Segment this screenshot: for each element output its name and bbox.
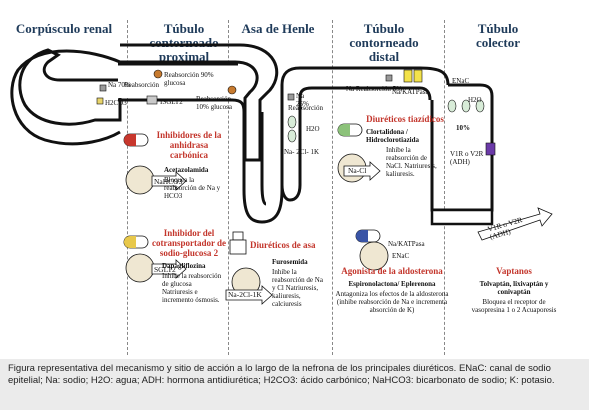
arrow-v1r xyxy=(477,207,553,241)
bowman-capsule xyxy=(18,48,122,126)
capsule-aldosterona xyxy=(355,229,381,243)
distal-title-line1: Túbulo xyxy=(363,21,405,36)
collector-channel-1 xyxy=(447,99,457,113)
proximal-tube xyxy=(120,43,279,162)
collector-enac-label: ENaC xyxy=(452,77,470,85)
glucose-90-marker xyxy=(153,69,163,79)
collector-v1r-label: V1R o V2R (ADH) xyxy=(450,150,484,166)
proximal-sglt2-label: ISGLT2 xyxy=(160,98,183,106)
divider-2 xyxy=(228,20,229,355)
drug-asa-name: Furosemida xyxy=(272,258,308,266)
h2co3-marker xyxy=(96,97,104,105)
badge-sglt2: SGLT2 xyxy=(154,265,176,274)
drug-anhidrasa-title: Inhibidores de la anhidrasa carbónica xyxy=(156,130,222,160)
drug-aldosterona-name: Espironolactona/ Eplerenona xyxy=(348,280,436,288)
arrow-nacl xyxy=(343,161,381,181)
drug-vaptanos-title: Vaptanos xyxy=(496,266,532,276)
henle-reabsorption-label: Reabsorción xyxy=(288,104,323,112)
drug-asa-desc: Inhibe la reabsorción de Na y Cl Natriur… xyxy=(272,268,323,308)
badge-katpasa: Na/KATPasa xyxy=(388,240,425,248)
arrow-nahco3 xyxy=(151,171,187,191)
proximal-title-line1: Túbulo xyxy=(163,21,205,36)
collector-channel-2 xyxy=(461,99,471,113)
divider-1 xyxy=(127,20,128,355)
distal-katp-marker-a xyxy=(403,69,413,83)
proximal-glucose90-label: Reabsorción 90% glucosa xyxy=(164,71,214,87)
capsule-anhidrasa xyxy=(123,133,149,147)
glucose-10-marker xyxy=(227,85,237,95)
distal-h2o-label: H2O xyxy=(468,96,482,104)
drug-aldosterona-title: Agonista de la aldosterona xyxy=(341,266,443,276)
henle-na-marker xyxy=(287,93,295,101)
drug-aldosterona: Agonista de la aldosterona Espironolacto… xyxy=(334,266,450,314)
bottle-furosemida xyxy=(229,231,247,255)
proximal-h2co3-label: H2CO3 xyxy=(105,99,127,107)
badge-nacl: Na-Cl xyxy=(348,166,367,175)
divider-3 xyxy=(332,20,333,355)
proximal-title-line3: proximal xyxy=(158,49,210,64)
henle-channel-2 xyxy=(287,129,297,143)
collector-pct-label: 10% xyxy=(456,124,470,132)
region-distal-title: Túbulo contorneado distal xyxy=(334,22,434,64)
drug-anhidrasa: Inhibidores de la anhidrasa carbónica Ac… xyxy=(150,130,228,200)
drug-vaptanos: Vaptanos Tolvaptán, lixivaptán y conivap… xyxy=(466,266,562,314)
collecting-duct xyxy=(430,83,494,212)
nephron-diagram xyxy=(10,43,553,305)
distal-title-line2: contorneado xyxy=(349,35,419,50)
distal-na-marker xyxy=(385,74,393,82)
drug-asa-title: Diuréticos de asa xyxy=(250,240,316,250)
drug-vaptanos-desc: Bloquea el receptor de vasopresina 1 o 2… xyxy=(471,298,557,314)
cell-disc-2 xyxy=(125,253,155,283)
drug-tiazidicos-desc: Inhibe la reabsorción de NaCl. Natriures… xyxy=(386,146,437,178)
henle-transporter-label: Na- 2Cl- 1K xyxy=(284,148,319,156)
proximal-na-label: Na 70% xyxy=(108,81,131,89)
proximal-glucose10-label: Reabsorción 10% glucosa xyxy=(196,95,232,111)
henle-descending xyxy=(242,112,284,224)
drug-sglt2: Inhibidor del cotransportador de sodio-g… xyxy=(150,228,228,258)
collector-title-line1: Túbulo xyxy=(477,21,519,36)
distal-na-label: Na Reabsorción 5% xyxy=(346,85,402,93)
distal-katpasa-label: Na/KATPasa xyxy=(392,88,429,96)
region-collector-title: Túbulo colector xyxy=(448,22,548,50)
arrow-sglt2 xyxy=(151,259,187,279)
proximal-na-marker xyxy=(99,84,107,92)
drug-sglt2-body: Dapagliflozina Inhibe la reabsorción de … xyxy=(162,262,224,304)
v1r-receptor-marker xyxy=(485,142,496,156)
badge-na2cl1k: Na-2Cl-1K xyxy=(228,290,262,299)
drug-anhidrasa-desc: Bloquea la reabsorción de Na y HCO3 xyxy=(164,176,221,200)
badge-enac: ENaC xyxy=(392,252,410,260)
sglt2-marker xyxy=(146,95,158,105)
drug-anhidrasa-name: Acetazolamida xyxy=(164,166,209,174)
distal-title-line3: distal xyxy=(368,49,400,64)
distal-katp-marker-b xyxy=(413,69,423,83)
henle-na-label: Na 25% xyxy=(296,92,309,108)
region-henle-title: Asa de Henle xyxy=(241,21,315,36)
drug-sglt2-desc: Inhibe la reabsorción de glucosa Natriur… xyxy=(162,272,222,304)
henle-h2o-label: H2O xyxy=(306,125,320,133)
drug-tiazidicos: Diuréticos tiazídicos Clortalidona / Hid… xyxy=(366,114,444,178)
region-renal-title: Corpúsculo renal xyxy=(15,21,113,36)
badge-nahco3: NaHCO3 xyxy=(154,177,183,186)
drug-asa: Diuréticos de asa Furosemida Inhibe la r… xyxy=(250,240,328,308)
drug-sglt2-name: Dapagliflozina xyxy=(162,262,206,270)
arrow-na2cl1k xyxy=(225,285,273,305)
drug-tiazidicos-title: Diuréticos tiazídicos xyxy=(366,114,444,124)
capsule-tiazidicos xyxy=(337,123,363,137)
proximal-reabsorption-label: Reabsorción xyxy=(124,81,159,89)
collector-channel-3 xyxy=(475,99,485,113)
capsule-sglt2 xyxy=(123,235,149,249)
henle-channel-1 xyxy=(287,115,297,129)
henle-ascending xyxy=(280,66,450,120)
cell-disc-5 xyxy=(359,241,389,271)
figure-caption: Figura representativa del mecanismo y si… xyxy=(0,359,589,410)
drug-tiazidicos-name: Clortalidona / Hidroclorotiazida xyxy=(366,128,420,144)
drug-aldosterona-desc: Antagoniza los efectos de la aldosterona… xyxy=(335,290,449,314)
collector-title-line2: colector xyxy=(475,35,521,50)
drug-sglt2-title: Inhibidor del cotransportador de sodio-g… xyxy=(151,228,227,258)
drug-vaptanos-name: Tolvaptán, lixivaptán y conivaptán xyxy=(479,280,549,296)
divider-4 xyxy=(444,20,445,355)
